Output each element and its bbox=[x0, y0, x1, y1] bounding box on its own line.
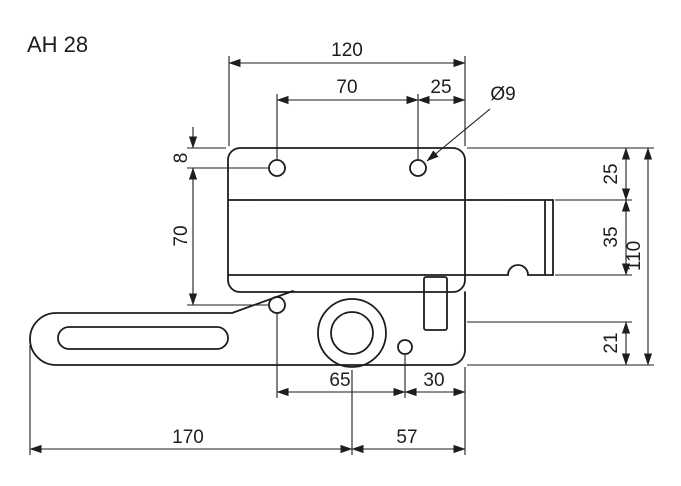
part-outline bbox=[29, 147, 554, 368]
dim-label-hole-diameter: Ø9 bbox=[490, 84, 515, 105]
pivot-outer-circle bbox=[317, 298, 387, 368]
handle-slot bbox=[57, 326, 229, 350]
dimension-lines bbox=[29, 58, 653, 454]
dim-label-170: 170 bbox=[172, 427, 204, 448]
body-slot-detail bbox=[423, 276, 448, 331]
dim-label-110: 110 bbox=[624, 241, 645, 271]
small-hole-bottom-right bbox=[397, 339, 413, 355]
dim-label-57: 57 bbox=[396, 427, 417, 448]
dim-label-70-top: 70 bbox=[336, 77, 357, 98]
dim-label-120: 120 bbox=[331, 40, 363, 61]
latch-main-body bbox=[227, 147, 466, 293]
handle-lever-outline bbox=[29, 290, 466, 366]
dimension-labels: 120 70 25 Ø9 8 70 25 35 21 110 65 30 170… bbox=[171, 40, 645, 448]
dim-label-8: 8 bbox=[171, 153, 192, 164]
protrusion-notch bbox=[507, 264, 529, 276]
pivot-inner-circle bbox=[330, 311, 374, 355]
mounting-hole-top-right bbox=[409, 159, 427, 177]
dim-label-25-right: 25 bbox=[601, 163, 622, 184]
extension-lines bbox=[29, 56, 654, 455]
dim-label-65: 65 bbox=[329, 370, 350, 391]
leader-hole-diameter bbox=[426, 108, 491, 162]
dim-label-21-right: 21 bbox=[601, 332, 622, 353]
dim-label-30: 30 bbox=[423, 370, 444, 391]
dim-label-70-left: 70 bbox=[171, 225, 192, 246]
dim-label-35-right: 35 bbox=[601, 226, 622, 247]
dim-label-25-top: 25 bbox=[430, 77, 451, 98]
mounting-hole-top-left bbox=[268, 159, 286, 177]
drawing-title: AH 28 bbox=[27, 32, 88, 57]
